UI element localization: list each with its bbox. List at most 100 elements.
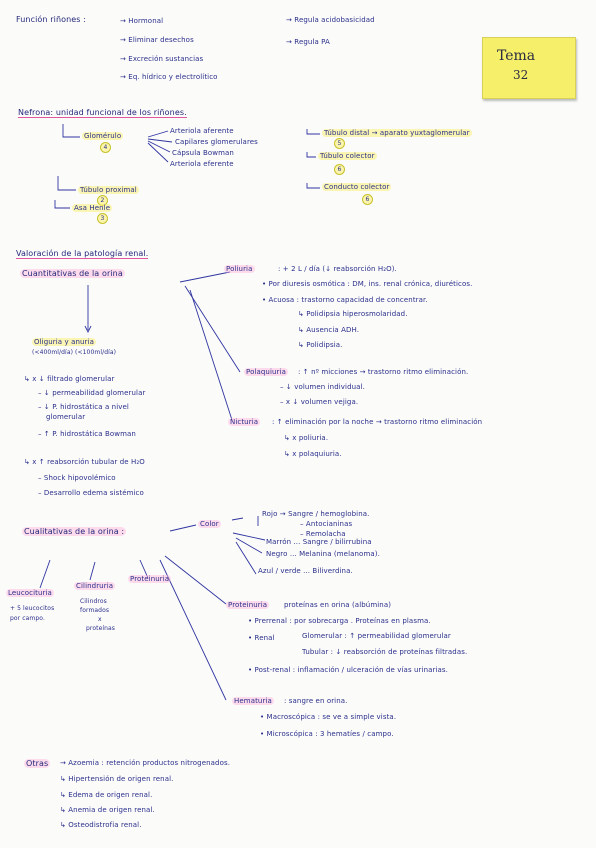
poliuria-item: ↳ Ausencia ADH. [298,326,360,334]
conducto-colector-text: Conducto colector [322,183,392,191]
tubulo-distal-text: Túbulo distal → aparato yuxtaglomerular [322,129,472,137]
tubulo-distal-num: 5 [334,138,345,149]
proteinuria-item: Glomerular : ↑ permeabilidad glomerular [302,632,451,640]
cilindruria-sub: Cilindros [80,598,107,605]
funcion-heading: Función riñones : [16,15,87,24]
oliguria-item: glomerular [46,413,86,421]
otras-text: Otras [24,759,51,768]
leucocituria-sub: por campo. [10,615,45,622]
oliguria-item: ↳ x ↓ filtrado glomerular [24,375,115,383]
glomerulo-text: Glomérulo [82,132,124,140]
asa-henle-text: Asa Henle [72,204,113,212]
proteinuria-line: proteínas en orina (albúmina) [284,601,392,609]
leucocituria-text: Leucocituria [6,589,54,597]
otras-item: ↳ Anemia de origen renal. [60,806,155,814]
leucocituria-label: Leucocituria [6,589,54,598]
nicturia-item: ↳ x poliuria. [284,434,329,442]
oliguria-text: Oliguria y anuria [32,338,96,346]
oliguria-label: Oliguria y anuria [32,338,96,347]
proteinuria-item: Tubular : ↓ reabsorción de proteínas fil… [302,648,468,656]
leucocituria-sub: + 5 leucocitos [10,605,55,612]
glomerulo-label: Glomérulo [82,132,124,141]
nefrona-heading: Nefrona: unidad funcional de los riñones… [18,108,187,118]
color-row: Rojo → Sangre / hemoglobina. [262,510,370,518]
poliuria-item: ↳ Polidipsia. [298,341,343,349]
proteinuria-label: Proteinuria [226,601,270,610]
sticky-title: Tema [497,48,536,64]
otras-item: ↳ Hipertensión de origen renal. [60,775,174,783]
oliguria-item: – Desarrollo edema sistémico [38,489,144,497]
funcion-item: → Eq. hídrico y electrolítico [120,73,218,81]
topic-sticky-note: Tema 32 [482,37,576,99]
otras-item: → Azoemia : retención productos nitrogen… [60,759,231,767]
cualitativas-text: Cualitativas de la orina : [22,527,127,536]
color-row: Negro ... Melanina (melanoma). [266,550,380,558]
polaquiuria-item: – x ↓ volumen vejiga. [280,398,359,406]
funcion-item: → Excreción sustancias [120,55,204,63]
otras-item: ↳ Edema de origen renal. [60,791,153,799]
conducto-colector-label: Conducto colector [322,183,392,192]
tubulo-colector-num: 6 [334,164,345,175]
tubulo-colector-label: Túbulo colector [318,152,377,161]
otras-label: Otras [24,759,51,768]
oliguria-item: – ↓ P. hidrostática a nivel [38,403,129,411]
cualitativas-label: Cualitativas de la orina : [22,527,127,536]
polaquiuria-item: – ↓ volumen individual. [280,383,365,391]
oliguria-item: ↳ x ↑ reabsorción tubular de H₂O [24,458,145,466]
hematuria-label: Hematuria [232,697,274,706]
valoracion-heading: Valoración de la patología renal. [16,249,149,259]
funcion-item: → Eliminar desechos [120,36,194,44]
hematuria-line: : sangre en orina. [284,697,348,705]
poliuria-item: • Por diuresis osmótica : DM, ins. renal… [262,280,473,288]
cilindruria-text: Cilindruria [74,582,116,590]
nicturia-label: Nicturia [228,418,261,427]
oliguria-item: – ↓ permeabilidad glomerular [38,389,146,397]
proteinuria-item: • Post-renal : inflamación / ulceración … [248,666,448,674]
proteinuria-item: • Prerrenal : por sobrecarga . Proteínas… [248,617,431,625]
polaquiuria-text: Polaquiuria [244,368,288,376]
cuantitativas-label: Cuantitativas de la orina [20,269,125,278]
poliuria-text: Poliuria [224,265,255,273]
nicturia-text: Nicturia [228,418,261,426]
cilindruria-sub: x [98,616,102,623]
color-row: Marrón ... Sangre / bilirrubina [266,538,372,546]
oliguria-item: – Shock hipovolémico [38,474,116,482]
oliguria-sub: (<400ml/día) (<100ml/día) [32,349,117,356]
asa-henle-number: 3 [97,213,108,224]
poliuria-line: : + 2 L / día (↓ reabsorción H₂O). [278,265,397,273]
polaquiuria-line: : ↑ nº micciones → trastorno ritmo elimi… [298,368,469,376]
proteinuria-text: Proteinuria [226,601,270,609]
proteinuria-small-text: Proteinuria [128,575,172,583]
sticky-number: 32 [513,68,529,82]
nicturia-line: : ↑ eliminación por la noche → trastorno… [272,418,483,426]
cilindruria-sub: formados [80,607,110,614]
color-row: – Antocianinas [300,520,353,528]
proteinuria-item: • Renal [248,634,275,642]
valoracion-heading-text: Valoración de la patología renal. [16,249,149,259]
tubulo-proximal-text: Túbulo proximal [78,186,139,194]
polaquiuria-label: Polaquiuria [244,368,288,377]
tubulo-proximal-label: Túbulo proximal [78,186,139,195]
tubulo-distal-label: Túbulo distal → aparato yuxtaglomerular [322,129,472,138]
nefrona-heading-text: Nefrona: unidad funcional de los riñones… [18,108,187,118]
otras-item: ↳ Osteodistrofia renal. [60,821,142,829]
hematuria-text: Hematuria [232,697,274,705]
color-row: – Remolacha [300,530,346,538]
cilindruria-sub: proteínas [86,625,116,632]
glomerulo-part: Cápsula Bowman [172,149,234,157]
tubulo-distal-number: 5 [334,138,345,149]
funcion-item: → Hormonal [120,17,164,25]
poliuria-item: • Acuosa : trastorno capacidad de concen… [262,296,428,304]
oliguria-item: – ↑ P. hidrostática Bowman [38,430,136,438]
glomerulo-num: 4 [100,142,111,153]
tubulo-colector-text: Túbulo colector [318,152,377,160]
asa-henle-label: Asa Henle [72,204,113,213]
glomerulo-part: Arteriola eferente [170,160,234,168]
funcion-item: → Regula PA [286,38,330,46]
glomerulo-part: Capilares glomerulares [175,138,258,146]
asa-henle-num: 3 [97,213,108,224]
funcion-item: → Regula acidobasicidad [286,16,375,24]
glomerulo-part: Arteriola aferente [170,127,234,135]
tubulo-colector-number: 6 [334,164,345,175]
